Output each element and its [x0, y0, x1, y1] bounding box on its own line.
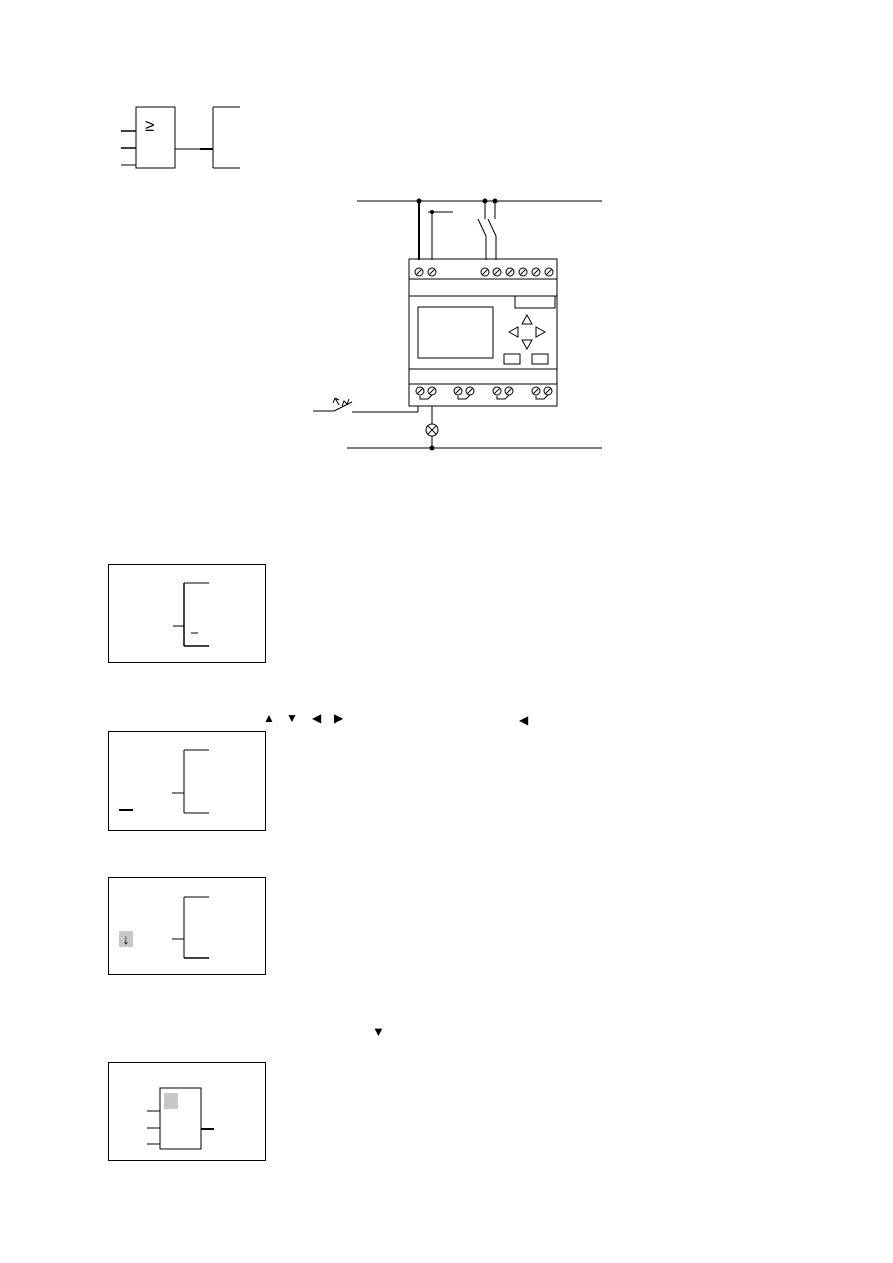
nav-key-up: ▲	[263, 711, 275, 725]
module-display	[417, 306, 494, 359]
output-lamp	[425, 423, 439, 437]
external-push-button	[313, 397, 419, 413]
module-button-ok	[531, 353, 549, 365]
module-label-slot	[514, 295, 556, 309]
lcd-screen-2	[108, 731, 266, 831]
lcd-screen-4	[108, 1062, 266, 1161]
bottom-terminals	[415, 386, 553, 400]
lcd-3-cursor-down: ↓	[119, 931, 133, 947]
lcd-screen-3	[108, 877, 266, 975]
input-switch-2	[487, 201, 497, 260]
input-switch-1	[477, 201, 487, 260]
logo-module-housing	[408, 258, 558, 407]
module-key-down	[521, 339, 533, 351]
lcd-screen-1	[108, 564, 266, 663]
module-button-esc	[503, 353, 521, 365]
or-symbol: ≥	[145, 116, 155, 135]
top-terminals	[414, 267, 554, 277]
or-block-box	[135, 106, 176, 169]
module-key-left	[507, 326, 519, 338]
module-key-right	[535, 326, 547, 338]
nav-key-left: ◀	[312, 711, 322, 725]
nav-key-right: ▶	[334, 711, 344, 725]
nav-key-left-2: ◀	[519, 713, 529, 727]
module-key-up	[521, 313, 533, 325]
nav-key-down: ▼	[286, 711, 298, 725]
hint-key-down: ▼	[372, 1024, 385, 1039]
